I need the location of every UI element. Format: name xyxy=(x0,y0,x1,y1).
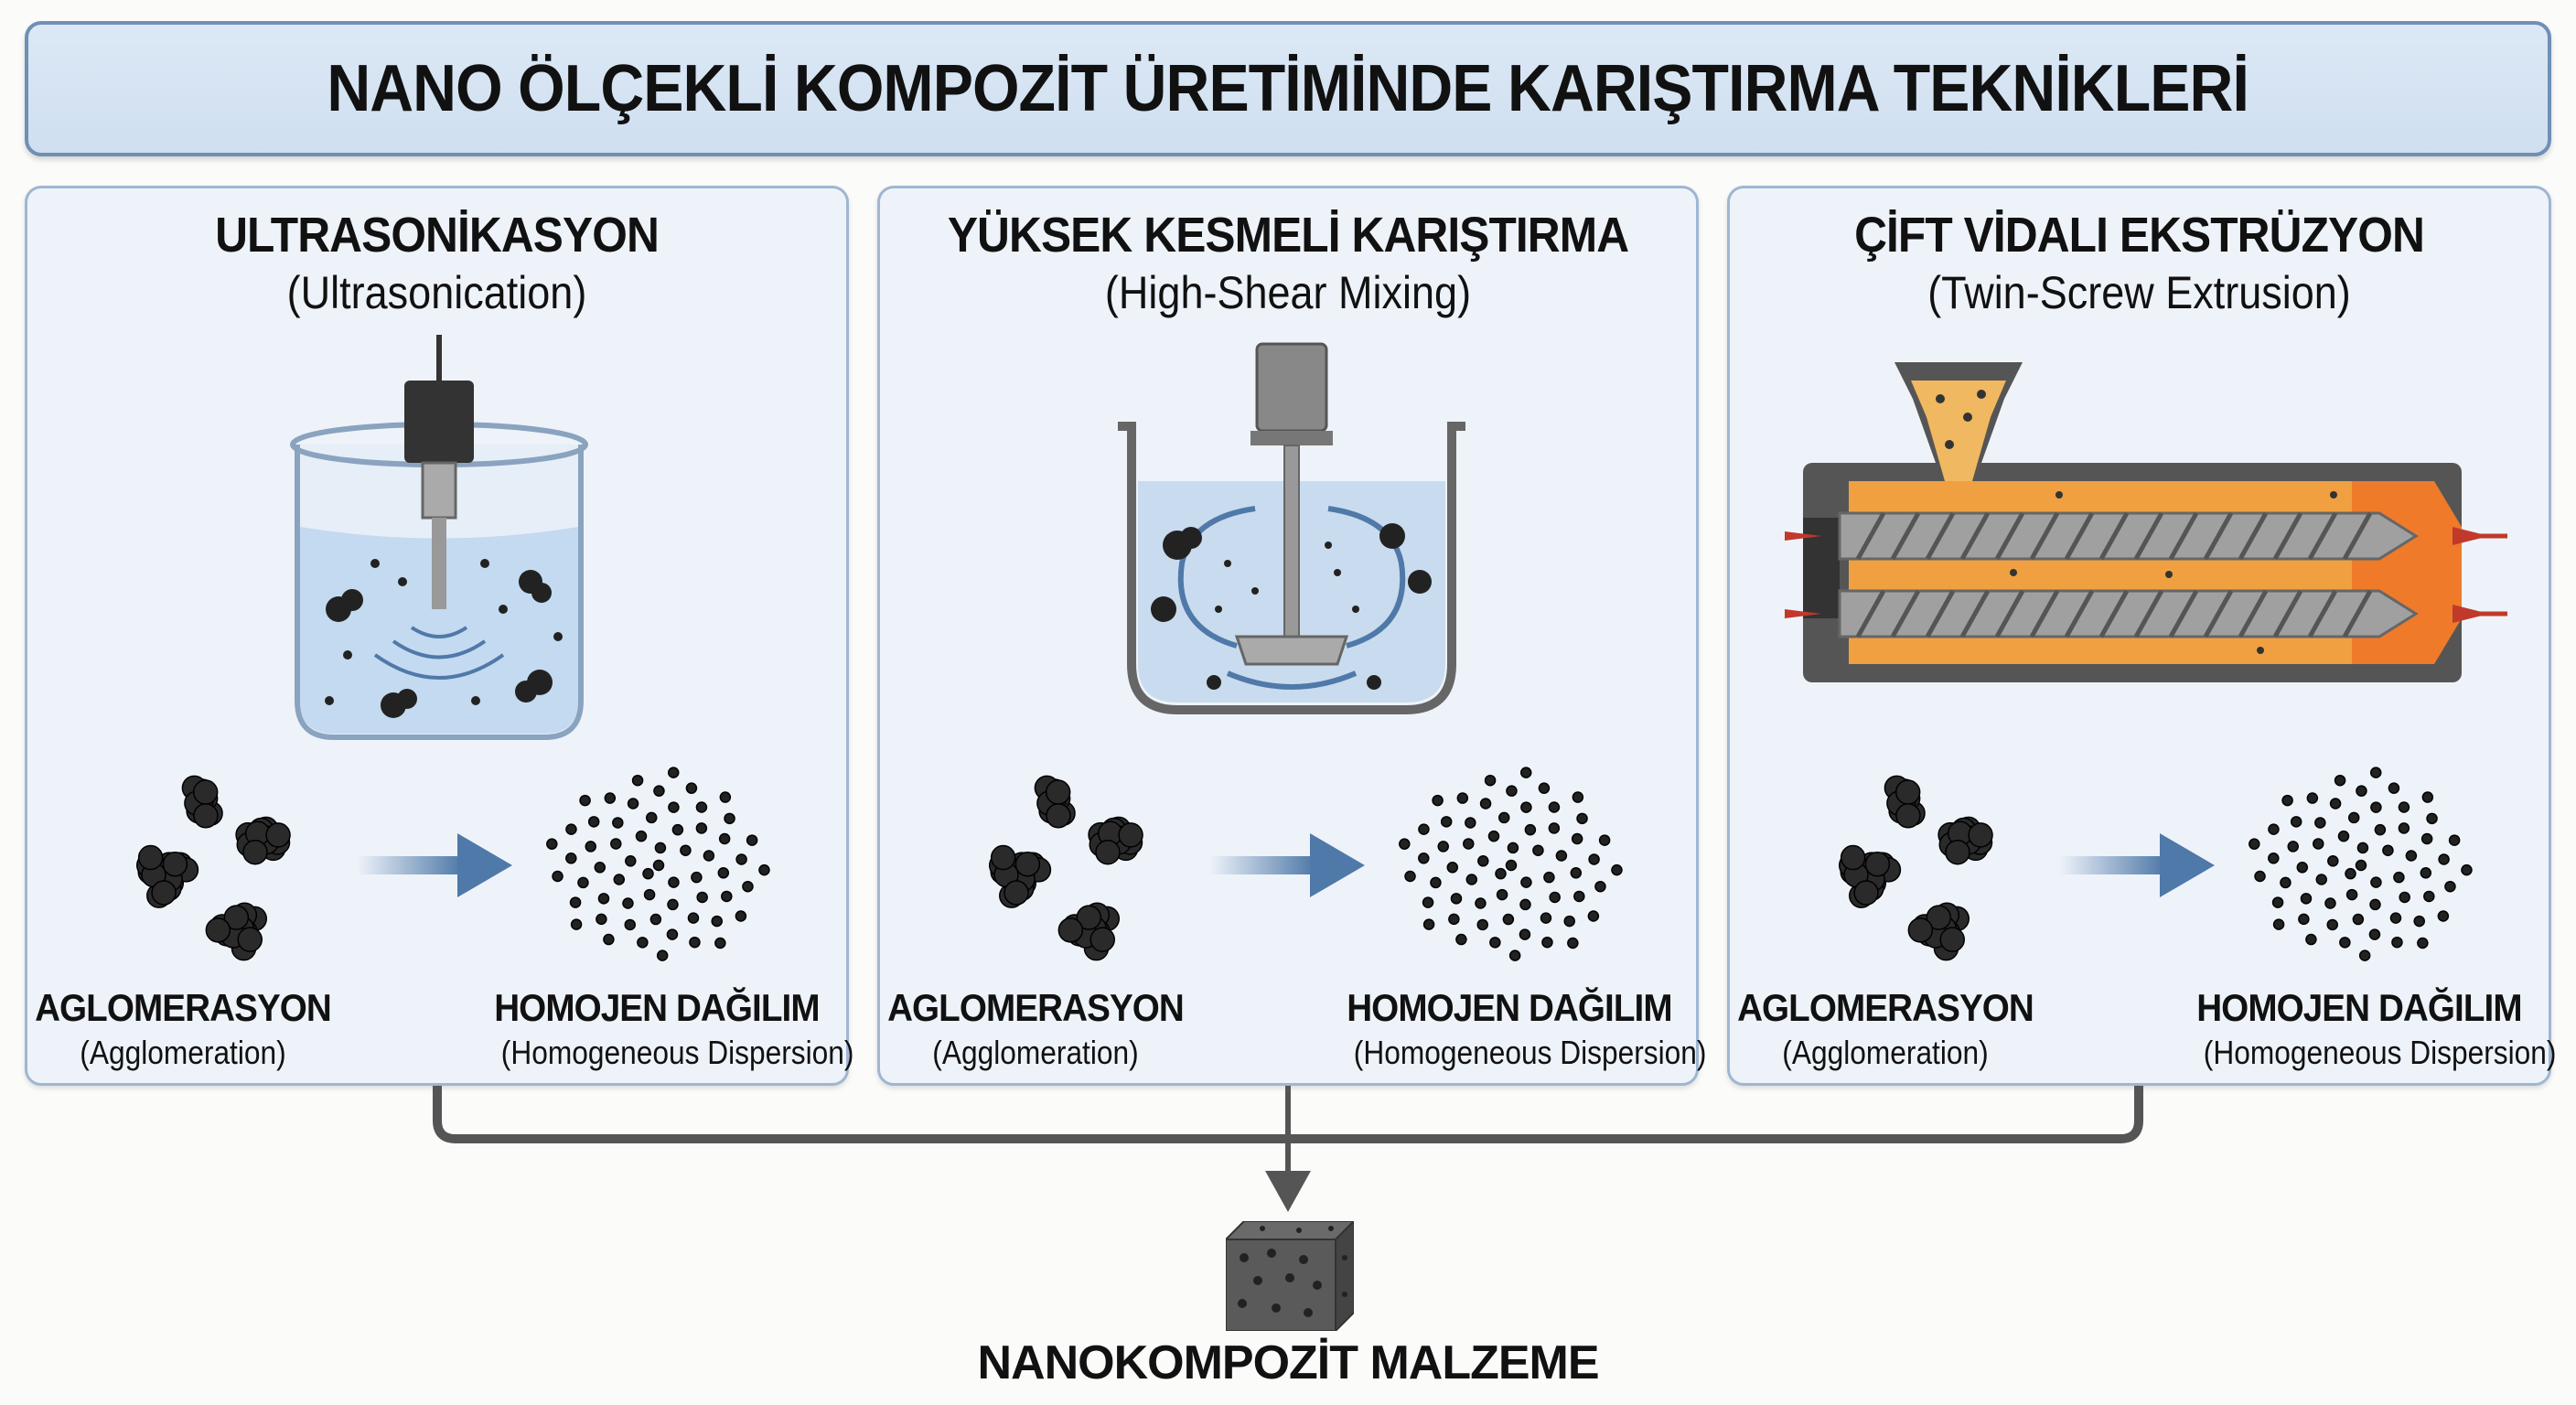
arrow-down-icon xyxy=(1265,1171,1311,1212)
label-main: AGLOMERASYON xyxy=(35,986,332,1029)
high-shear-mixer-icon xyxy=(1118,342,1465,714)
panel-high-shear-mixing: YÜKSEK KESMELİ KARIŞTIRMA (High-Shear Mi… xyxy=(877,186,1707,1086)
arrow-right-icon xyxy=(2059,833,2215,897)
agglomeration-label: AGLOMERASYON (Agglomeration) xyxy=(1712,986,2059,1072)
dispersion-label: HOMOJEN DAĞILIM (Homogeneous Dispersion) xyxy=(480,986,854,1072)
agglomeration-icon xyxy=(988,775,1143,961)
ultrasonic-beaker-icon xyxy=(290,335,588,740)
arrow-right-icon xyxy=(1209,833,1365,897)
dispersion-icon xyxy=(2249,767,2473,961)
dispersion-icon xyxy=(1399,767,1623,961)
label-sub: (Homogeneous Dispersion) xyxy=(500,1034,854,1071)
nanocomposite-cube-icon xyxy=(1226,1221,1354,1331)
panel-twin-screw-extrusion: ÇİFT VİDALI EKSTRÜZYON (Twin-Screw Extru… xyxy=(1727,186,2557,1086)
label-sub: (Homogeneous Dispersion) xyxy=(2203,1034,2557,1071)
agglomeration-icon xyxy=(1838,775,1993,961)
label-sub: (Agglomeration) xyxy=(80,1034,286,1071)
page-title: NANO ÖLÇEKLİ KOMPOZİT ÜRETİMİNDE KARIŞTI… xyxy=(327,52,2250,125)
label-main: HOMOJEN DAĞILIM xyxy=(2196,986,2522,1029)
panel-subtitle: (Ultrasonication) xyxy=(286,267,587,318)
result-label: NANOKOMPOZİT MALZEME xyxy=(977,1336,1599,1389)
panel-heading: ÇİFT VİDALI EKSTRÜZYON xyxy=(1854,208,2425,263)
panel-subtitle: (High-Shear Mixing) xyxy=(1104,267,1472,318)
panel-subtitle: (Twin-Screw Extrusion) xyxy=(1927,267,2351,318)
agglomeration-icon xyxy=(135,775,291,961)
agglomeration-label: AGLOMERASYON (Agglomeration) xyxy=(9,986,357,1072)
dispersion-label: HOMOJEN DAĞILIM (Homogeneous Dispersion) xyxy=(1333,986,1707,1072)
panel-ultrasonication: ULTRASONİKASYON (Ultrasonication) AGLOME… xyxy=(25,186,854,1086)
label-sub: (Agglomeration) xyxy=(1782,1034,1989,1071)
title-banner: NANO ÖLÇEKLİ KOMPOZİT ÜRETİMİNDE KARIŞTI… xyxy=(25,21,2551,156)
twin-screw-extruder-icon xyxy=(1785,362,2507,682)
label-sub: (Agglomeration) xyxy=(932,1034,1139,1071)
arrow-right-icon xyxy=(357,833,512,897)
dispersion-label: HOMOJEN DAĞILIM (Homogeneous Dispersion) xyxy=(2183,986,2557,1072)
label-main: HOMOJEN DAĞILIM xyxy=(494,986,820,1029)
label-main: HOMOJEN DAĞILIM xyxy=(1347,986,1672,1029)
label-sub: (Homogeneous Dispersion) xyxy=(1353,1034,1707,1071)
dispersion-icon xyxy=(546,767,770,961)
label-main: AGLOMERASYON xyxy=(1737,986,2034,1029)
panel-heading: ULTRASONİKASYON xyxy=(215,208,660,263)
panel-heading: YÜKSEK KESMELİ KARIŞTIRMA xyxy=(947,208,1629,263)
label-main: AGLOMERASYON xyxy=(887,986,1185,1029)
agglomeration-label: AGLOMERASYON (Agglomeration) xyxy=(862,986,1209,1072)
